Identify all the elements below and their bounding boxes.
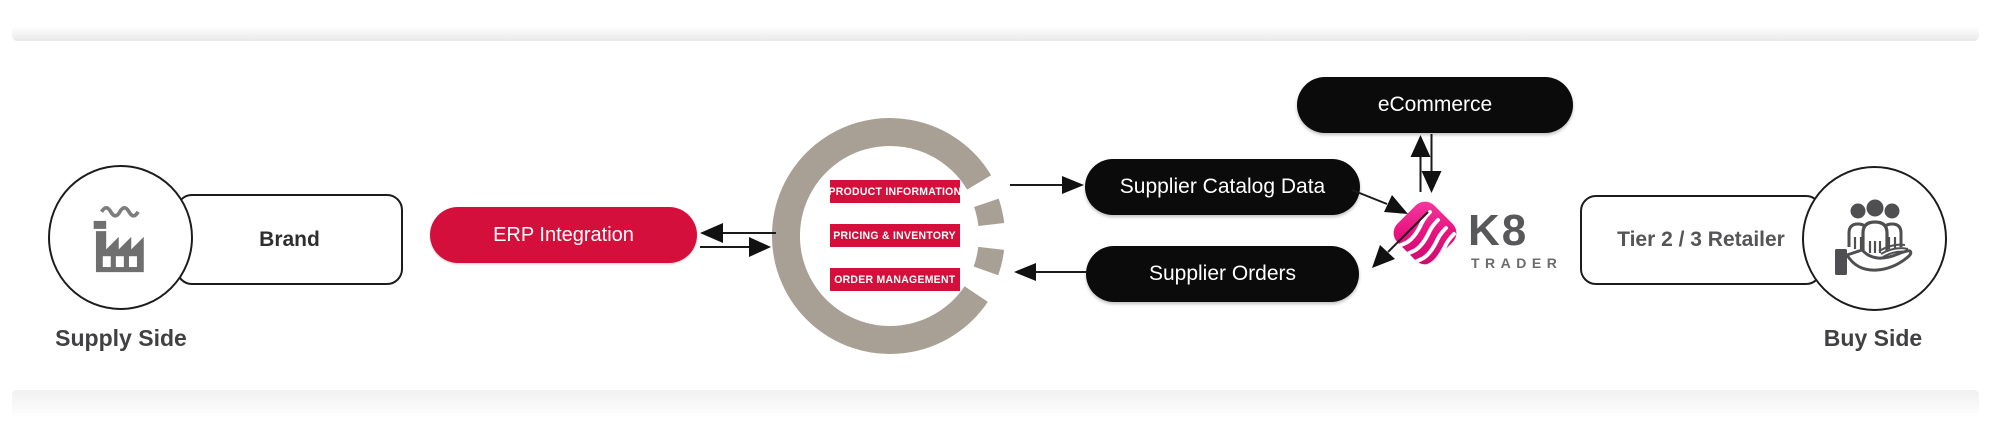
people-hand-icon (1827, 193, 1923, 285)
supplier-orders-label: Supplier Orders (1148, 262, 1297, 285)
k8-diamond-icon (1382, 190, 1468, 276)
erp-integration-node: ERP Integration (430, 207, 697, 263)
k8-wordmark: K8 (1468, 206, 1529, 255)
hub-badge-product-information: PRODUCT INFORMATION (829, 180, 961, 203)
factory-icon (80, 197, 162, 279)
supply-side-circle (48, 165, 193, 310)
arrowhead-orders-to-ring (1014, 263, 1036, 281)
tier-retailer-label: Tier 2 / 3 Retailer (1617, 228, 1785, 251)
buy-side-label: Buy Side (1823, 325, 1923, 351)
supplier-catalog-data-label: Supplier Catalog Data (1119, 175, 1326, 198)
top-divider-band (12, 26, 1979, 41)
trader-wordmark: TRADER (1471, 255, 1563, 271)
arrowhead-ring-to-erp (700, 223, 723, 243)
supplier-catalog-data-node: Supplier Catalog Data (1085, 159, 1360, 215)
arrowhead-k8-to-ecommerce (1410, 135, 1431, 157)
tier-retailer-node: Tier 2 / 3 Retailer (1580, 195, 1822, 285)
arrowhead-ring-to-catalog (1062, 176, 1084, 194)
hub-badge-order-management: ORDER MANAGEMENT (830, 268, 960, 291)
ecommerce-label: eCommerce (1377, 93, 1493, 116)
bottom-divider-band (12, 390, 1979, 417)
arrowhead-erp-to-ring (749, 237, 771, 257)
supplier-orders-node: Supplier Orders (1086, 246, 1359, 302)
ecommerce-node: eCommerce (1297, 77, 1573, 133)
brand-label: Brand (259, 227, 320, 251)
brand-node: Brand (176, 194, 403, 285)
buy-side-circle (1802, 166, 1947, 311)
hub-badge-pricing-inventory: PRICING & INVENTORY (830, 224, 960, 247)
supply-side-label: Supply Side (55, 325, 187, 351)
erp-integration-label: ERP Integration (493, 223, 634, 246)
